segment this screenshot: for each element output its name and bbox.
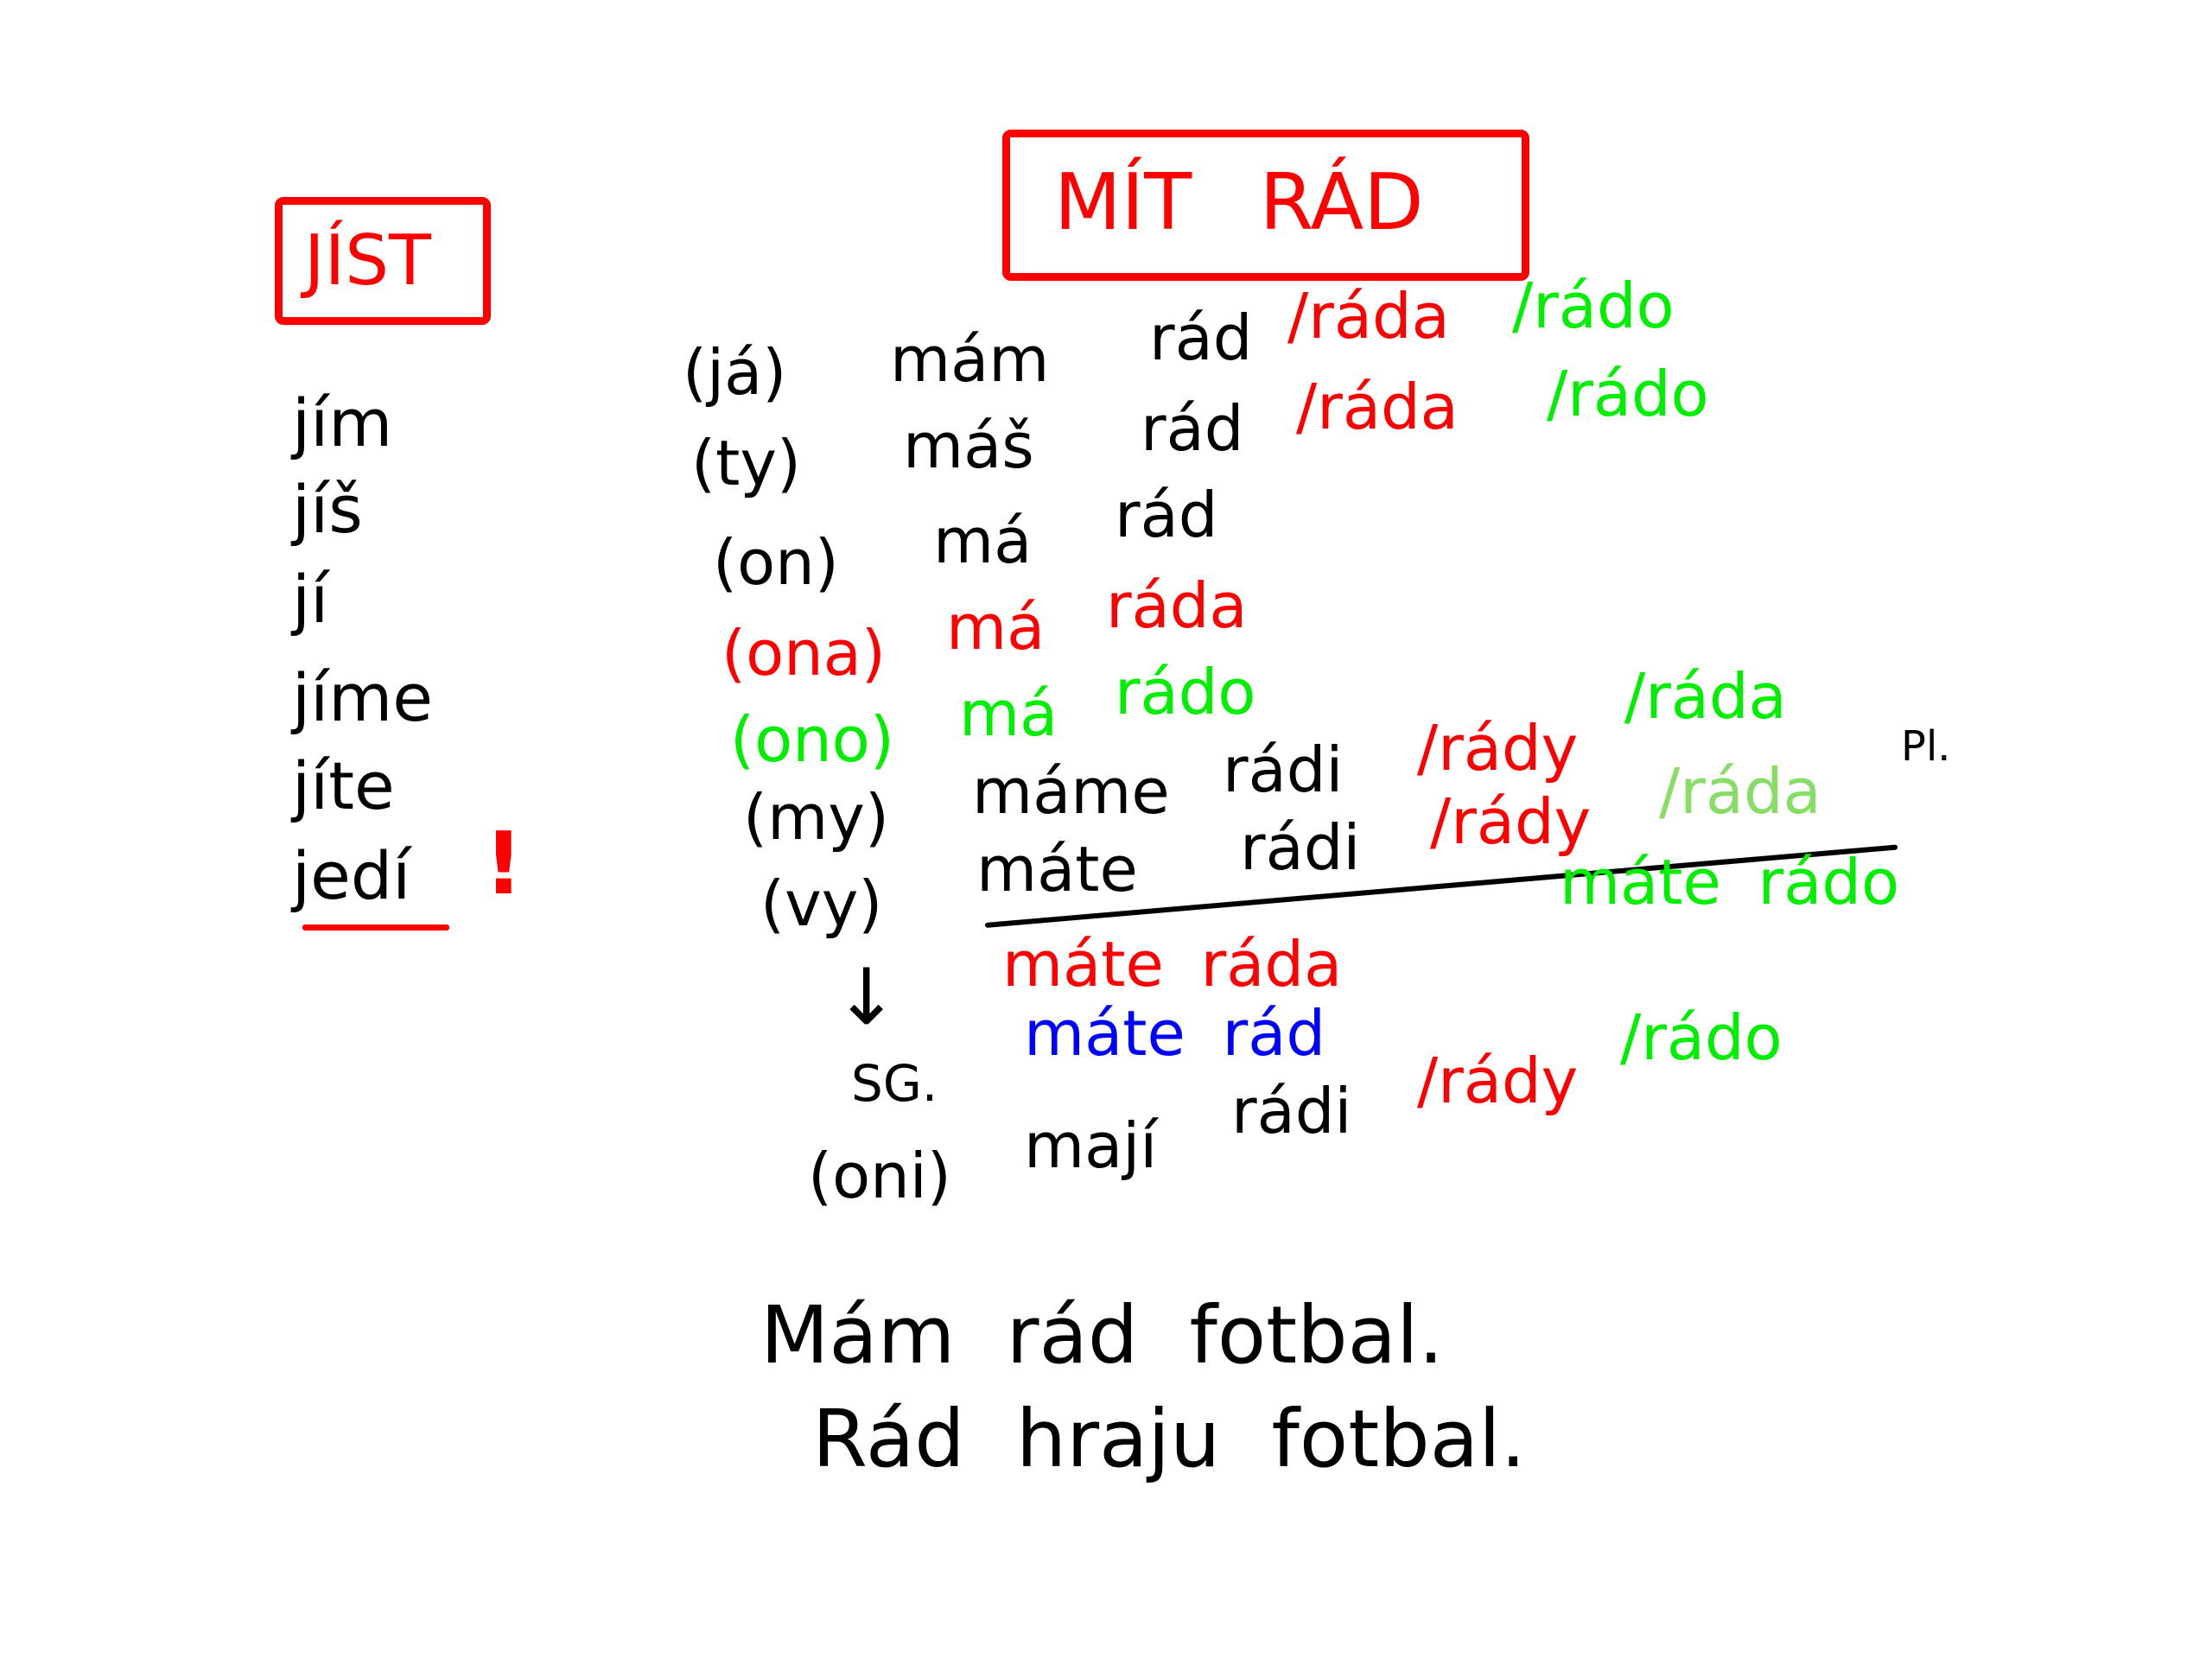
rad-vy-n: /ráda xyxy=(1659,755,1821,828)
rad-ono-n: rádo xyxy=(1115,656,1256,728)
pronoun-ja: (já) xyxy=(683,336,787,409)
jist-title: JÍST xyxy=(304,220,431,301)
verb-on: má xyxy=(933,505,1033,577)
example-sentence-2: Rád hraju fotbal. xyxy=(812,1393,1526,1485)
vy-sg-m: máte rád xyxy=(1024,997,1326,1070)
rad-oni-f: /rády xyxy=(1417,1045,1579,1117)
pronoun-on: (on) xyxy=(713,526,839,599)
pronoun-vy: (vy) xyxy=(760,867,883,940)
jist-form-5: jíte xyxy=(292,747,395,824)
rad-vy-m: rádi xyxy=(1240,811,1361,884)
rad-ty-m: rád xyxy=(1141,392,1244,465)
rad-ja-m: rád xyxy=(1149,302,1253,374)
jist-form-3: jí xyxy=(292,561,329,638)
pronoun-ono: (ono) xyxy=(730,703,894,776)
jist-form-1: jím xyxy=(292,384,393,461)
jist-form-2: jíš xyxy=(292,471,363,548)
plural-note: Pl. xyxy=(1901,722,1951,771)
rad-my-f: /rády xyxy=(1417,712,1579,785)
rad-my-n: /ráda xyxy=(1624,660,1787,733)
rad-oni-n: /rádo xyxy=(1620,1001,1783,1074)
pronoun-ona: (ona) xyxy=(721,617,886,689)
rad-on-m: rád xyxy=(1115,479,1218,551)
jist-form-4: jíme xyxy=(292,659,434,736)
sg-label: SG. xyxy=(851,1054,938,1113)
rad-ja-n: /rádo xyxy=(1512,270,1675,342)
jist-form-6: jedí xyxy=(292,837,411,914)
mit-rad-title-box xyxy=(1002,130,1529,281)
jedi-underline xyxy=(302,924,449,931)
verb-my: máme xyxy=(972,755,1170,828)
pronoun-oni: (oni) xyxy=(808,1140,951,1212)
jist-title-box xyxy=(275,197,491,325)
rad-oni-m: rádi xyxy=(1231,1075,1352,1147)
example-sentence-1: Mám rád fotbal. xyxy=(760,1289,1444,1382)
rad-ona-f: ráda xyxy=(1106,569,1248,642)
pronoun-ty: (ty) xyxy=(691,427,802,499)
vy-sg-n: máte rádo xyxy=(1560,846,1900,918)
pronoun-my: (my) xyxy=(743,781,889,854)
rad-ty-f: /ráda xyxy=(1296,371,1459,443)
rad-vy-f: /rády xyxy=(1430,785,1592,858)
verb-ona: má xyxy=(946,591,1046,664)
verb-ty: máš xyxy=(903,410,1034,482)
verb-vy: máte xyxy=(976,833,1138,905)
jedi-exclamation: ! xyxy=(484,813,524,914)
rad-my-m: rádi xyxy=(1223,734,1344,806)
arrow-down-icon: ↓ xyxy=(834,952,899,1043)
rad-ja-f: /ráda xyxy=(1287,280,1450,353)
verb-ja: mám xyxy=(890,323,1050,396)
verb-oni: mají xyxy=(1024,1109,1158,1182)
mit-rad-title: MÍT RÁD xyxy=(1054,157,1424,248)
verb-ono: má xyxy=(959,677,1058,750)
vy-sg-f: máte ráda xyxy=(1002,928,1343,1001)
rad-ty-n: /rádo xyxy=(1547,358,1709,430)
